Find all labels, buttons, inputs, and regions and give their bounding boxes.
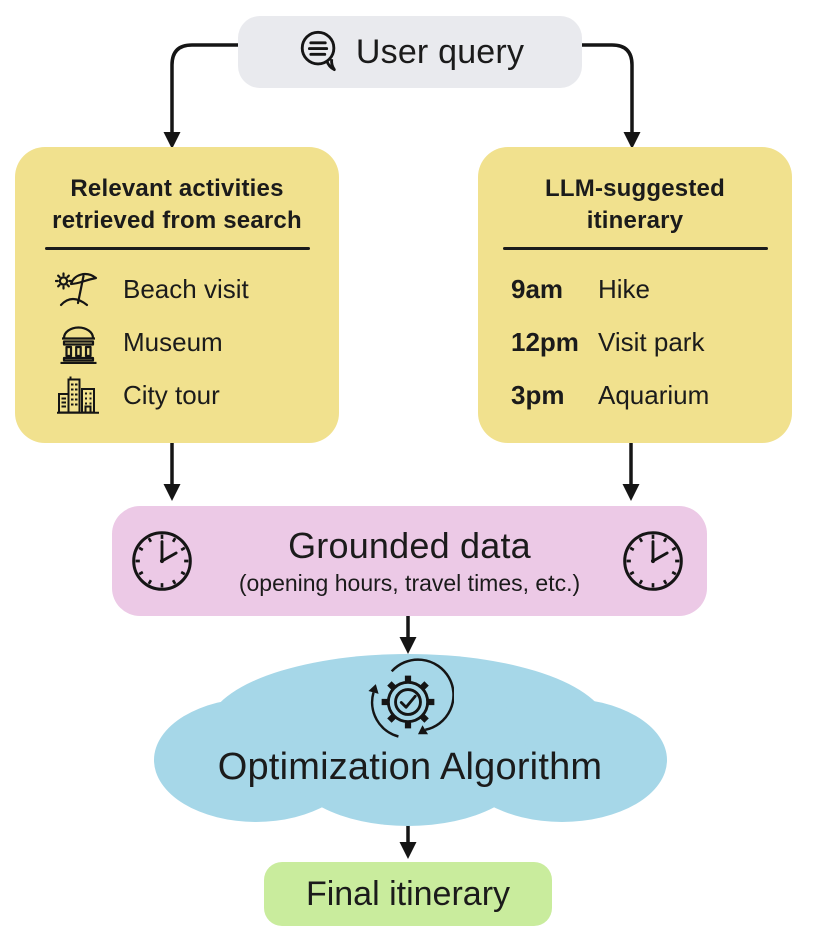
arrow-query-to-llm [582, 43, 634, 133]
item-time: 12pm [511, 327, 579, 358]
activity-label: Beach visit [123, 274, 249, 305]
grounded-title: Grounded data [288, 525, 531, 566]
activity-label: Museum [123, 327, 223, 358]
activity-label: City tour [123, 380, 220, 411]
divider [502, 247, 768, 251]
divider [44, 247, 310, 251]
item-label: Hike [598, 274, 651, 305]
gear-sync-icon [362, 656, 455, 753]
activity-item: City tour [53, 369, 339, 422]
itinerary-item: 12pm Visit park [511, 316, 792, 369]
optimization-label: Optimization Algorithm [217, 746, 603, 788]
item-time: 9am [511, 274, 564, 305]
activity-item: Beach visit [53, 263, 339, 316]
item-time: 3pm [511, 380, 565, 411]
activity-item: Museum [53, 316, 339, 369]
arrow-query-to-search [170, 43, 238, 133]
activity-list: Beach visit Museum [15, 263, 339, 422]
search-activities-node: Relevant activities retrieved from searc… [15, 147, 339, 443]
item-label: Visit park [598, 327, 705, 358]
itinerary-item: 3pm Aquarium [511, 369, 792, 422]
llm-panel-title: LLM-suggested itinerary [545, 175, 725, 234]
itinerary-list: 9am Hike 12pm Visit park 3pm Aquarium [478, 263, 792, 422]
beach-icon [53, 269, 103, 311]
user-query-node: User query [238, 16, 582, 88]
optimization-cloud-node: Optimization Algorithm [150, 650, 670, 828]
search-panel-title: Relevant activities retrieved from searc… [52, 175, 302, 234]
user-query-label: User query [355, 32, 525, 71]
grounded-data-node: Grounded data (opening hours, travel tim… [112, 506, 707, 616]
clock-icon [620, 528, 686, 599]
clock-icon [129, 528, 195, 599]
city-icon [53, 375, 103, 417]
museum-icon [53, 322, 103, 364]
final-itinerary-node: Final itinerary [264, 862, 552, 926]
item-label: Aquarium [598, 380, 710, 411]
llm-itinerary-node: LLM-suggested itinerary 9am Hike 12pm Vi… [478, 147, 792, 443]
chat-bubble-icon [296, 26, 342, 79]
itinerary-item: 9am Hike [511, 263, 792, 316]
grounded-subtitle: (opening hours, travel times, etc.) [238, 570, 581, 596]
final-itinerary-label: Final itinerary [305, 874, 511, 913]
